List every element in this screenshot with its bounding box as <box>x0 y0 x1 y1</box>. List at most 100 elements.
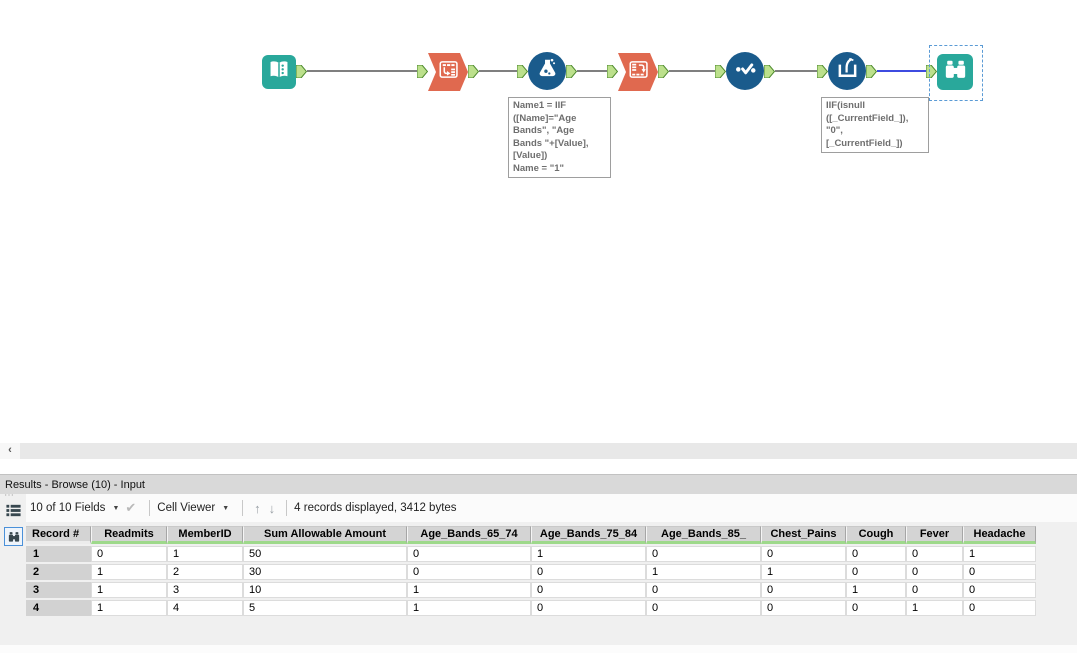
cell[interactable]: 1 <box>906 600 963 616</box>
cell[interactable]: 1 <box>91 600 167 616</box>
column-header[interactable]: MemberID <box>167 526 243 544</box>
apply-check-icon[interactable]: ✔ <box>125 500 137 515</box>
input-anchor[interactable] <box>607 65 618 78</box>
cell[interactable]: 0 <box>646 582 761 598</box>
cell[interactable]: 1 <box>167 546 243 562</box>
cell[interactable]: 30 <box>243 564 407 580</box>
cell[interactable]: 1 <box>91 564 167 580</box>
column-header[interactable]: Readmits <box>91 526 167 544</box>
connection-mff-browse-selected[interactable] <box>877 70 926 72</box>
cell[interactable]: 0 <box>906 546 963 562</box>
cell[interactable]: 0 <box>963 600 1036 616</box>
select-tool[interactable] <box>726 52 764 90</box>
row-number[interactable]: 2 <box>26 564 91 580</box>
cell[interactable]: 1 <box>646 564 761 580</box>
cell[interactable]: 3 <box>167 582 243 598</box>
cell[interactable]: 0 <box>846 564 906 580</box>
row-number[interactable]: 3 <box>26 582 91 598</box>
cell[interactable]: 0 <box>646 600 761 616</box>
cell[interactable]: 0 <box>761 600 846 616</box>
output-anchor[interactable] <box>468 65 479 78</box>
column-header[interactable]: Sum Allowable Amount <box>243 526 407 544</box>
row-number-column-header[interactable]: Record # <box>26 526 91 544</box>
cell[interactable]: 0 <box>407 564 531 580</box>
column-header[interactable]: Age_Bands_85_ <box>646 526 761 544</box>
cell[interactable]: 0 <box>761 582 846 598</box>
output-anchor[interactable] <box>658 65 669 78</box>
cell[interactable]: 4 <box>167 600 243 616</box>
cell[interactable]: 1 <box>761 564 846 580</box>
workflow-canvas[interactable]: Name1 = IIF ([Name]="Age Bands", "Age Ba… <box>0 0 1077 443</box>
input-anchor[interactable] <box>417 65 428 78</box>
arrow-down-icon[interactable]: ↓ <box>268 500 276 516</box>
connection-formula-crosstab[interactable] <box>577 70 607 72</box>
cell-viewer-dropdown[interactable]: Cell Viewer <box>157 502 216 514</box>
cell[interactable]: 1 <box>846 582 906 598</box>
chevron-down-icon[interactable]: ▼ <box>222 504 230 512</box>
connection-select-mff[interactable] <box>775 70 817 72</box>
row-number[interactable]: 1 <box>26 546 91 562</box>
column-header[interactable]: Age_Bands_65_74 <box>407 526 531 544</box>
cell[interactable]: 0 <box>963 564 1036 580</box>
transpose-tool[interactable] <box>428 53 468 91</box>
input-anchor[interactable] <box>817 65 828 78</box>
cell[interactable]: 1 <box>407 582 531 598</box>
column-header[interactable]: Chest_Pains <box>761 526 846 544</box>
formula-annotation[interactable]: Name1 = IIF ([Name]="Age Bands", "Age Ba… <box>508 97 611 178</box>
arrow-up-icon[interactable]: ↑ <box>254 500 261 516</box>
formula-tool[interactable] <box>528 52 566 90</box>
input-anchor[interactable] <box>715 65 726 78</box>
binoculars-icon <box>942 56 969 88</box>
cell[interactable]: 1 <box>91 582 167 598</box>
multi-field-formula-tool[interactable] <box>828 52 866 90</box>
output-anchor[interactable] <box>296 65 307 78</box>
cross-tab-tool[interactable] <box>618 53 658 91</box>
cell[interactable]: 1 <box>407 600 531 616</box>
column-header[interactable]: Age_Bands_75_84 <box>531 526 646 544</box>
cell[interactable]: 0 <box>846 600 906 616</box>
cell[interactable]: 0 <box>407 546 531 562</box>
cell[interactable]: 2 <box>167 564 243 580</box>
output-anchor[interactable] <box>566 65 577 78</box>
input-data-tool[interactable] <box>262 55 296 89</box>
input-anchor[interactable] <box>926 65 937 78</box>
cell[interactable]: 0 <box>906 582 963 598</box>
cell[interactable]: 0 <box>646 546 761 562</box>
cell[interactable]: 10 <box>243 582 407 598</box>
column-header[interactable]: Cough <box>846 526 906 544</box>
connection-crosstab-select[interactable] <box>669 70 715 72</box>
panel-grip-icon[interactable]: ⋯ <box>4 490 15 501</box>
cell[interactable]: 0 <box>91 546 167 562</box>
connection-transpose-formula[interactable] <box>479 70 517 72</box>
cell[interactable]: 1 <box>531 546 646 562</box>
column-header[interactable]: Headache <box>963 526 1036 544</box>
output-anchor[interactable] <box>764 65 775 78</box>
column-header[interactable]: Fever <box>906 526 963 544</box>
cell[interactable]: 0 <box>531 600 646 616</box>
cell[interactable]: 5 <box>243 600 407 616</box>
chevron-down-icon[interactable]: ▼ <box>112 504 120 512</box>
cell[interactable]: 0 <box>906 564 963 580</box>
table-view-icon[interactable] <box>4 501 23 520</box>
browse-tool[interactable] <box>937 54 973 90</box>
cell[interactable]: 0 <box>846 546 906 562</box>
cell[interactable]: 0 <box>531 564 646 580</box>
multi-field-formula-annotation[interactable]: IIF(isnull ([_CurrentField_]), "0", [_Cu… <box>821 97 929 153</box>
cell[interactable]: 1 <box>963 546 1036 562</box>
output-anchor[interactable] <box>866 65 877 78</box>
fields-summary-dropdown[interactable]: 10 of 10 Fields <box>30 502 106 514</box>
browse-view-icon[interactable] <box>4 527 23 546</box>
canvas-horizontal-scrollbar[interactable]: ‹ <box>0 443 1077 459</box>
input-anchor[interactable] <box>517 65 528 78</box>
row-number[interactable]: 4 <box>26 600 91 616</box>
scroll-left-button[interactable]: ‹ <box>0 443 20 459</box>
cell[interactable]: 0 <box>963 582 1036 598</box>
cell[interactable]: 0 <box>761 546 846 562</box>
connection-input-transpose[interactable] <box>307 70 417 72</box>
transpose-icon <box>437 58 460 86</box>
cell[interactable]: 0 <box>531 582 646 598</box>
cell[interactable]: 50 <box>243 546 407 562</box>
